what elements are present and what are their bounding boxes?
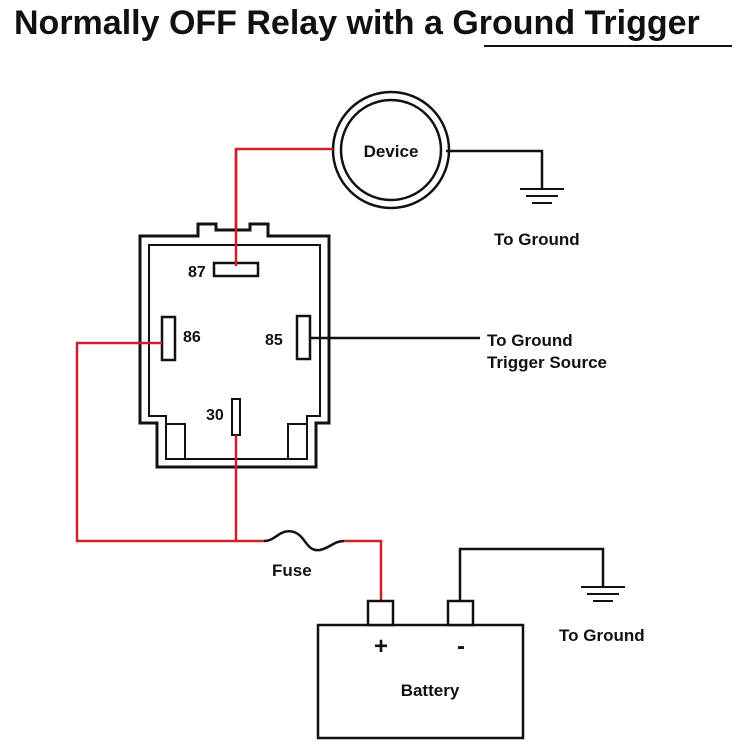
terminal-86: [160, 315, 177, 362]
device-ground-symbol: [520, 188, 564, 204]
terminal-85: [295, 314, 312, 361]
battery-positive-sign: +: [374, 633, 388, 660]
battery-ground-label: To Ground: [559, 626, 645, 645]
battery-positive-terminal: [366, 599, 395, 627]
title-prefix: Normally OFF Relay with a: [14, 4, 452, 42]
battery-body: [316, 623, 525, 740]
pin-87-label: 87: [188, 264, 206, 281]
device: Device: [331, 90, 451, 210]
battery-negative-terminal: [446, 599, 475, 627]
device-ground-label: To Ground: [494, 230, 580, 249]
relay-foot-right: [287, 423, 308, 460]
relay-foot-left: [165, 423, 186, 460]
battery-ground-wire: [458, 547, 605, 601]
fuse-symbol: [263, 529, 345, 552]
pin-85-label: 85: [265, 332, 283, 349]
diagram-title: Normally OFF Relay with a Ground Trigger: [14, 4, 700, 42]
battery-negative-sign: -: [457, 633, 465, 660]
trigger-label-line1: To Ground: [487, 331, 573, 350]
title-underlined: Ground Trigger: [452, 4, 699, 42]
device-label: Device: [364, 142, 419, 161]
relay: 87 86 85 30: [138, 222, 331, 469]
battery-ground-symbol: [581, 586, 625, 602]
pin-30-label: 30: [206, 407, 224, 424]
fuse-to-battery-wire: [344, 539, 383, 601]
fuse-label: Fuse: [272, 561, 312, 580]
device-inner-ring: [339, 98, 443, 202]
battery: + - Battery: [316, 599, 525, 740]
terminal-30: [231, 398, 241, 436]
pin86-wire: [75, 341, 236, 543]
pin-86-label: 86: [183, 329, 201, 346]
device-ground-wire: [446, 149, 544, 188]
relay-outer-housing: [138, 222, 331, 469]
battery-label: Battery: [401, 681, 460, 700]
trigger-label-line2: Trigger Source: [487, 353, 607, 372]
